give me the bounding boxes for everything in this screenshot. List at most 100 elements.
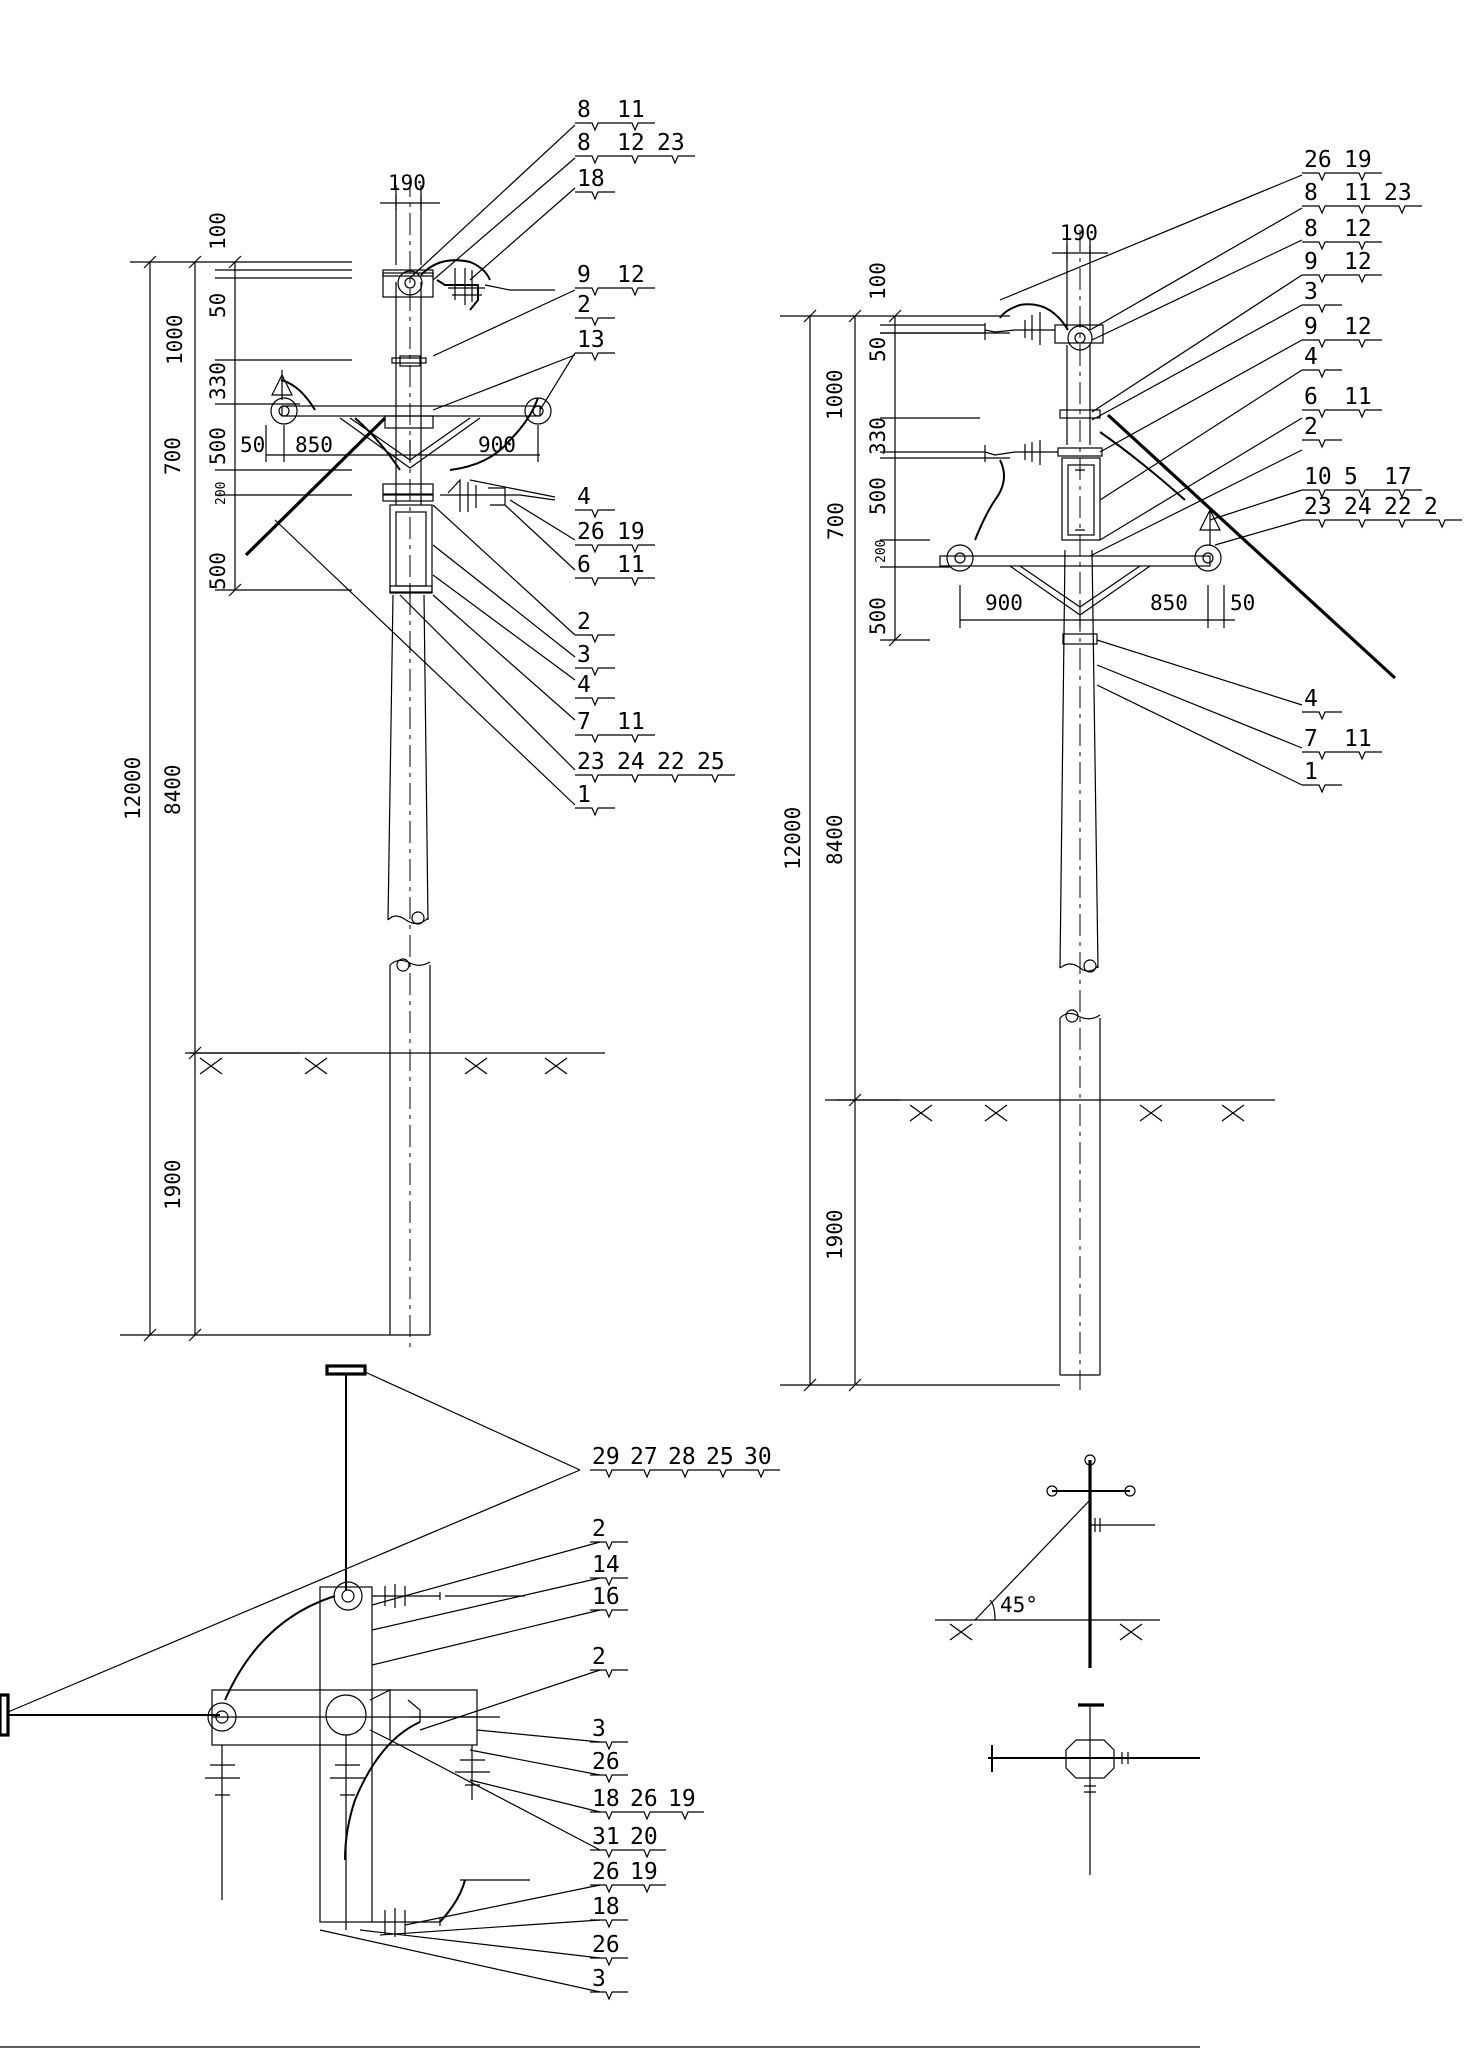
callout-underline: [1302, 369, 1342, 379]
callout-number: 8: [577, 97, 591, 123]
callout-number: 12: [1344, 249, 1372, 275]
callout-number: 16: [592, 1584, 620, 1610]
callout-number: 26: [592, 1859, 620, 1885]
callout-label: 2: [575, 292, 615, 327]
callout-number: 12: [1344, 216, 1372, 242]
dim-vertical: 700: [161, 437, 185, 475]
callout-underline: [1302, 519, 1462, 529]
callout-underline: [590, 1849, 666, 1859]
callout-number: 4: [1304, 344, 1318, 370]
callout-label: 4: [1302, 686, 1342, 721]
callout-underline: [575, 807, 615, 817]
callout-underline: [575, 352, 615, 362]
callout-number: 1: [577, 782, 591, 808]
callout-number: 3: [1304, 279, 1318, 305]
callout-underline: [575, 509, 615, 519]
callout-label: 16: [590, 1584, 628, 1619]
callout-number: 11: [617, 97, 645, 123]
callout-underline: [590, 1669, 628, 1679]
guy-angle-diagram: [935, 1454, 1160, 1668]
callout-label: 26: [590, 1932, 628, 1967]
callout-label: 26 19: [1302, 147, 1382, 182]
callout-number: 9: [1304, 249, 1318, 275]
callout-underline: [590, 1957, 628, 1967]
dim-vertical: 100: [866, 262, 890, 300]
callout-number: 26: [592, 1932, 620, 1958]
guy-plan-diagram: [988, 1703, 1200, 1875]
callout-label: 10 5 17: [1302, 464, 1422, 499]
callout-underline: [575, 577, 655, 587]
callout-number: 19: [1344, 147, 1372, 173]
callout-number: 8: [1304, 216, 1318, 242]
callout-underline: [575, 317, 615, 327]
callout-label: 3: [1302, 279, 1342, 314]
callout-label: 26 19: [590, 1859, 666, 1894]
callout-underline: [590, 1811, 704, 1821]
callout-number: 5: [1344, 464, 1358, 490]
callout-underline: [575, 155, 695, 165]
dim-vertical: 8400: [161, 764, 185, 815]
callout-label: 8 12: [1302, 216, 1382, 251]
callout-number: 12: [1344, 314, 1372, 340]
callout-number: 3: [577, 642, 591, 668]
dim-vertical: 330: [866, 417, 890, 455]
callout-underline: [590, 1919, 628, 1929]
callout-label: 3: [575, 642, 615, 677]
dim-vertical: 330: [206, 362, 230, 400]
callout-number: 3: [592, 1966, 606, 1992]
callout-number: 10: [1304, 464, 1332, 490]
callout-label: 26: [590, 1749, 628, 1784]
dim-vertical: 500: [206, 552, 230, 590]
dim-vertical: 100: [206, 212, 230, 250]
dim-vertical: 500: [206, 427, 230, 465]
callout-underline: [590, 1741, 628, 1751]
callout-underline: [575, 697, 615, 707]
dim-vertical: 12000: [781, 807, 805, 870]
callout-number: 19: [630, 1859, 658, 1885]
callout-underline: [1302, 172, 1382, 182]
dim-crossarm-left: 850: [295, 433, 333, 457]
callout-label: 2: [1302, 414, 1342, 449]
callout-underline: [590, 1774, 628, 1784]
callout-label: 4: [1302, 344, 1342, 379]
callout-number: 26: [1304, 147, 1332, 173]
callout-number: 11: [617, 552, 645, 578]
callout-number: 4: [1304, 686, 1318, 712]
dim-vertical: 1900: [161, 1159, 185, 1210]
callout-number: 18: [577, 166, 605, 192]
callout-number: 2: [577, 292, 591, 318]
dim-crossarm-left: 900: [985, 591, 1023, 615]
callout-number: 17: [1384, 464, 1412, 490]
dim-crossarm-overhang: 50: [240, 433, 265, 457]
dim-vertical: 12000: [121, 757, 145, 820]
callout-number: 23: [1384, 180, 1412, 206]
callout-number: 30: [744, 1444, 772, 1470]
dim-crossarm-right: 850: [1150, 591, 1188, 615]
callout-number: 13: [577, 327, 605, 353]
callout-number: 24: [1344, 494, 1372, 520]
callout-label: 4: [575, 672, 615, 707]
callout-number: 6: [1304, 384, 1318, 410]
dim-vertical: 1000: [823, 369, 847, 420]
callout-number: 9: [1304, 314, 1318, 340]
callout-number: 3: [592, 1716, 606, 1742]
dim-vertical: 500: [866, 477, 890, 515]
callout-number: 2: [1304, 414, 1318, 440]
dim-crossarm-right: 900: [478, 433, 516, 457]
callout-number: 4: [577, 484, 591, 510]
dim-vertical: 200: [874, 540, 889, 563]
left-elevation-view: [120, 124, 605, 1350]
callout-label: 18: [590, 1894, 628, 1929]
callout-number: 19: [668, 1786, 696, 1812]
callout-label: 3: [590, 1966, 628, 2001]
